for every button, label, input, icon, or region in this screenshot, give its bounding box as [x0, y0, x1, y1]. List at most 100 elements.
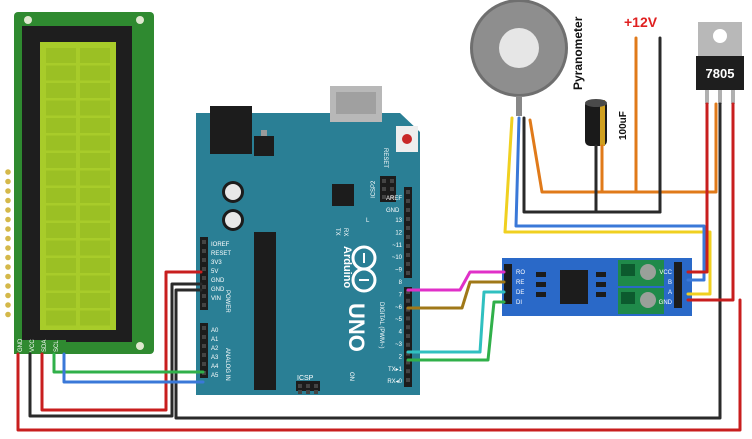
pin-label: RO	[516, 270, 525, 276]
header-pin	[202, 344, 206, 348]
header-pin	[406, 199, 410, 203]
lcd-char-cell	[80, 223, 110, 238]
lcd-header-pin	[5, 188, 11, 194]
dc-power-jack	[210, 106, 252, 154]
reset-label: RESET	[382, 148, 388, 168]
lcd-char-cell	[80, 135, 110, 151]
header-pin	[406, 298, 410, 303]
lcd-header-pin	[5, 169, 11, 175]
wires	[16, 36, 742, 432]
pin-label: ~3	[395, 342, 403, 348]
lcd-char-cell	[46, 48, 76, 63]
pin-label: 7	[399, 292, 403, 298]
header-pin	[314, 384, 318, 388]
atmega-chip	[254, 232, 276, 390]
smd-resistor	[596, 272, 606, 277]
pin-label: ~10	[392, 255, 403, 261]
pin-label: ~5	[395, 317, 403, 323]
lcd-header-pin	[5, 207, 11, 213]
lcd-char-cell	[80, 310, 110, 326]
wire-red-lcd-vcc	[40, 270, 203, 412]
lcd-char-cell	[46, 293, 76, 308]
arduino-model: UNO	[344, 303, 369, 352]
pin-label: 3V3	[211, 260, 222, 266]
tx-label: TX	[334, 228, 340, 236]
wire-green-di	[406, 300, 506, 362]
lcd-i2c-pins: GND VCC SDA SCL	[14, 338, 66, 354]
rx-label: RX	[342, 228, 348, 236]
l-label: L	[366, 218, 370, 224]
mount-hole	[136, 16, 144, 24]
pin-label: 4	[399, 330, 403, 336]
aref-label: AREF	[386, 196, 402, 202]
lcd-char-cell	[46, 275, 76, 291]
lcd-header-pin	[5, 178, 11, 185]
regulator-body	[696, 56, 744, 90]
lcd-char-cell	[80, 83, 110, 98]
pin-label: GND	[659, 300, 673, 306]
lcd-char-cell	[80, 188, 110, 203]
lcd-header-pin	[5, 264, 11, 270]
lcd-header-pin	[5, 292, 11, 299]
header-pin	[390, 179, 394, 183]
lcd-char-cell	[80, 240, 110, 256]
lcd-display	[5, 12, 154, 354]
lcd-header-pin	[5, 235, 11, 242]
lcd-char-cell	[46, 118, 76, 133]
pin-label: RX◂0	[387, 379, 402, 385]
lcd-pin-header	[5, 169, 11, 318]
header-pin	[202, 294, 206, 298]
lcd-header-pin	[5, 254, 11, 261]
header-pin	[298, 384, 302, 388]
header-pin	[406, 325, 410, 330]
header-pin	[202, 362, 206, 366]
capacitor-label: 100uF	[618, 111, 629, 140]
smd-resistor	[536, 282, 546, 287]
header-pin	[406, 244, 410, 248]
pin-label: A0	[211, 328, 219, 334]
lcd-header-pin	[5, 226, 11, 232]
lcd-header-pin	[5, 273, 11, 280]
supply-label: +12V	[624, 14, 658, 30]
voltage-regulator-7805: 7805	[696, 22, 744, 104]
mount-hole	[24, 16, 32, 24]
lcd-char-cell	[46, 65, 76, 81]
header-pin	[382, 195, 386, 199]
gnd-label: GND	[386, 208, 400, 214]
icsp-label: ICSP	[297, 375, 314, 382]
lcd-char-cell	[80, 275, 110, 291]
pin-label: VIN	[211, 296, 221, 302]
header-pin	[406, 271, 410, 275]
lcd-pin-vcc: VCC	[30, 339, 36, 352]
icsp2-header	[380, 176, 396, 202]
lcd-char-cell	[46, 258, 76, 273]
capacitor-100uf: 100uF	[585, 99, 629, 146]
rs485-chip	[560, 270, 588, 304]
header-pin	[202, 267, 206, 271]
header-pin	[406, 342, 410, 347]
pin-label: DI	[516, 300, 522, 306]
regulator-label: 7805	[706, 66, 735, 81]
pin-label: 13	[395, 218, 402, 224]
lcd-char-cell	[80, 100, 110, 116]
wire-green-sda	[52, 352, 205, 374]
pin-label: VCC	[659, 270, 672, 276]
header-pin	[202, 353, 206, 357]
lcd-character-grid	[46, 48, 110, 326]
mount-hole	[136, 342, 144, 350]
lcd-pin-scl: SCL	[54, 340, 60, 352]
lcd-char-cell	[46, 310, 76, 326]
smd-resistor	[536, 272, 546, 277]
header-pin	[390, 195, 394, 199]
smd-resistor	[596, 292, 606, 297]
lcd-char-cell	[80, 118, 110, 133]
lcd-pin-sda: SDA	[42, 340, 48, 352]
lcd-char-cell	[46, 100, 76, 116]
header-pin	[406, 369, 410, 374]
pin-label: A1	[211, 337, 219, 343]
